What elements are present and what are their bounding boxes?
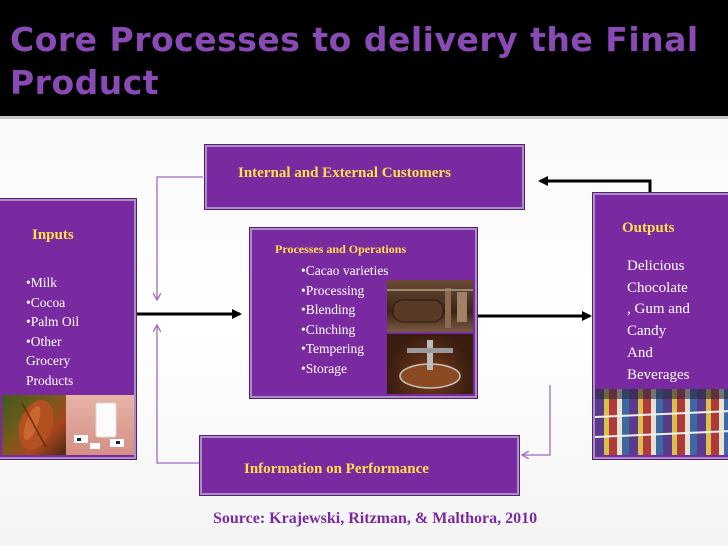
list-item: Candy	[627, 323, 667, 340]
list-item: Delicious	[627, 258, 685, 274]
list-item: Beverages	[627, 366, 690, 383]
list-item: •Tempering	[301, 341, 365, 356]
source-citation: Source: Krajewski, Ritzman, & Malthora, …	[213, 510, 538, 527]
list-item: Chocolate	[627, 279, 688, 296]
list-item: •Blending	[301, 302, 356, 317]
processes-list: •Cacao varieties •Processing •Blending •…	[301, 261, 389, 378]
list-item: Grocery	[26, 353, 71, 368]
list-item: •Palm Oil	[26, 314, 80, 329]
inputs-list: •Milk •Cocoa •Palm Oil •Other Grocery Pr…	[26, 273, 79, 390]
customers-box: Internal and External Customers	[205, 145, 524, 209]
outputs-box: Outputs Delicious Chocolate , Gum and Ca…	[593, 193, 728, 459]
processes-label: Processes and Operations	[275, 242, 407, 256]
outputs-list: Delicious Chocolate , Gum and Candy And …	[627, 256, 690, 386]
processing-icon	[399, 340, 461, 389]
customers-label: Internal and External Customers	[238, 165, 451, 181]
factory-machinery-image	[387, 280, 473, 332]
cocoa-pod-icon	[18, 399, 54, 451]
processes-box: Processes and Operations •Cacao varietie…	[250, 228, 477, 398]
list-item: , Gum and	[627, 301, 690, 318]
list-item: And	[627, 344, 653, 361]
arrow-outputs-to-performance	[522, 385, 551, 455]
arrow-customers-to-processes	[157, 176, 203, 300]
milk-glass-icon	[74, 402, 124, 449]
title-divider	[0, 116, 728, 119]
list-item: •Storage	[301, 360, 347, 376]
slide-title: Core Processes to delivery the Final Pro…	[10, 20, 699, 102]
list-item: •Cocoa	[26, 294, 66, 310]
list-item: Products	[26, 372, 74, 388]
performance-box: Information on Performance	[200, 436, 519, 495]
performance-label: Information on Performance	[244, 461, 429, 477]
shelves-icon	[595, 389, 728, 438]
machinery-icon	[387, 288, 473, 328]
outputs-label: Outputs	[622, 220, 675, 236]
arrow-performance-to-processes	[157, 325, 200, 464]
list-item: •Other	[26, 333, 62, 349]
list-item: •Cacao varieties	[301, 263, 389, 278]
inputs-box: Inputs •Milk •Cocoa •Palm Oil •Other Gro…	[0, 199, 136, 459]
cocoa-pod-image	[2, 395, 66, 455]
arrow-outputs-to-customers	[538, 176, 652, 193]
inputs-label: Inputs	[32, 227, 74, 243]
list-item: •Processing	[301, 282, 365, 298]
list-item: •Milk	[26, 275, 57, 290]
chocolate-processing-image	[387, 334, 473, 394]
title-bar: Core Processes to delivery the Final Pro…	[0, 0, 728, 116]
candy-shelves-image	[595, 389, 728, 455]
milk-cows-image	[66, 395, 134, 455]
list-item: •Cinching	[301, 321, 356, 337]
